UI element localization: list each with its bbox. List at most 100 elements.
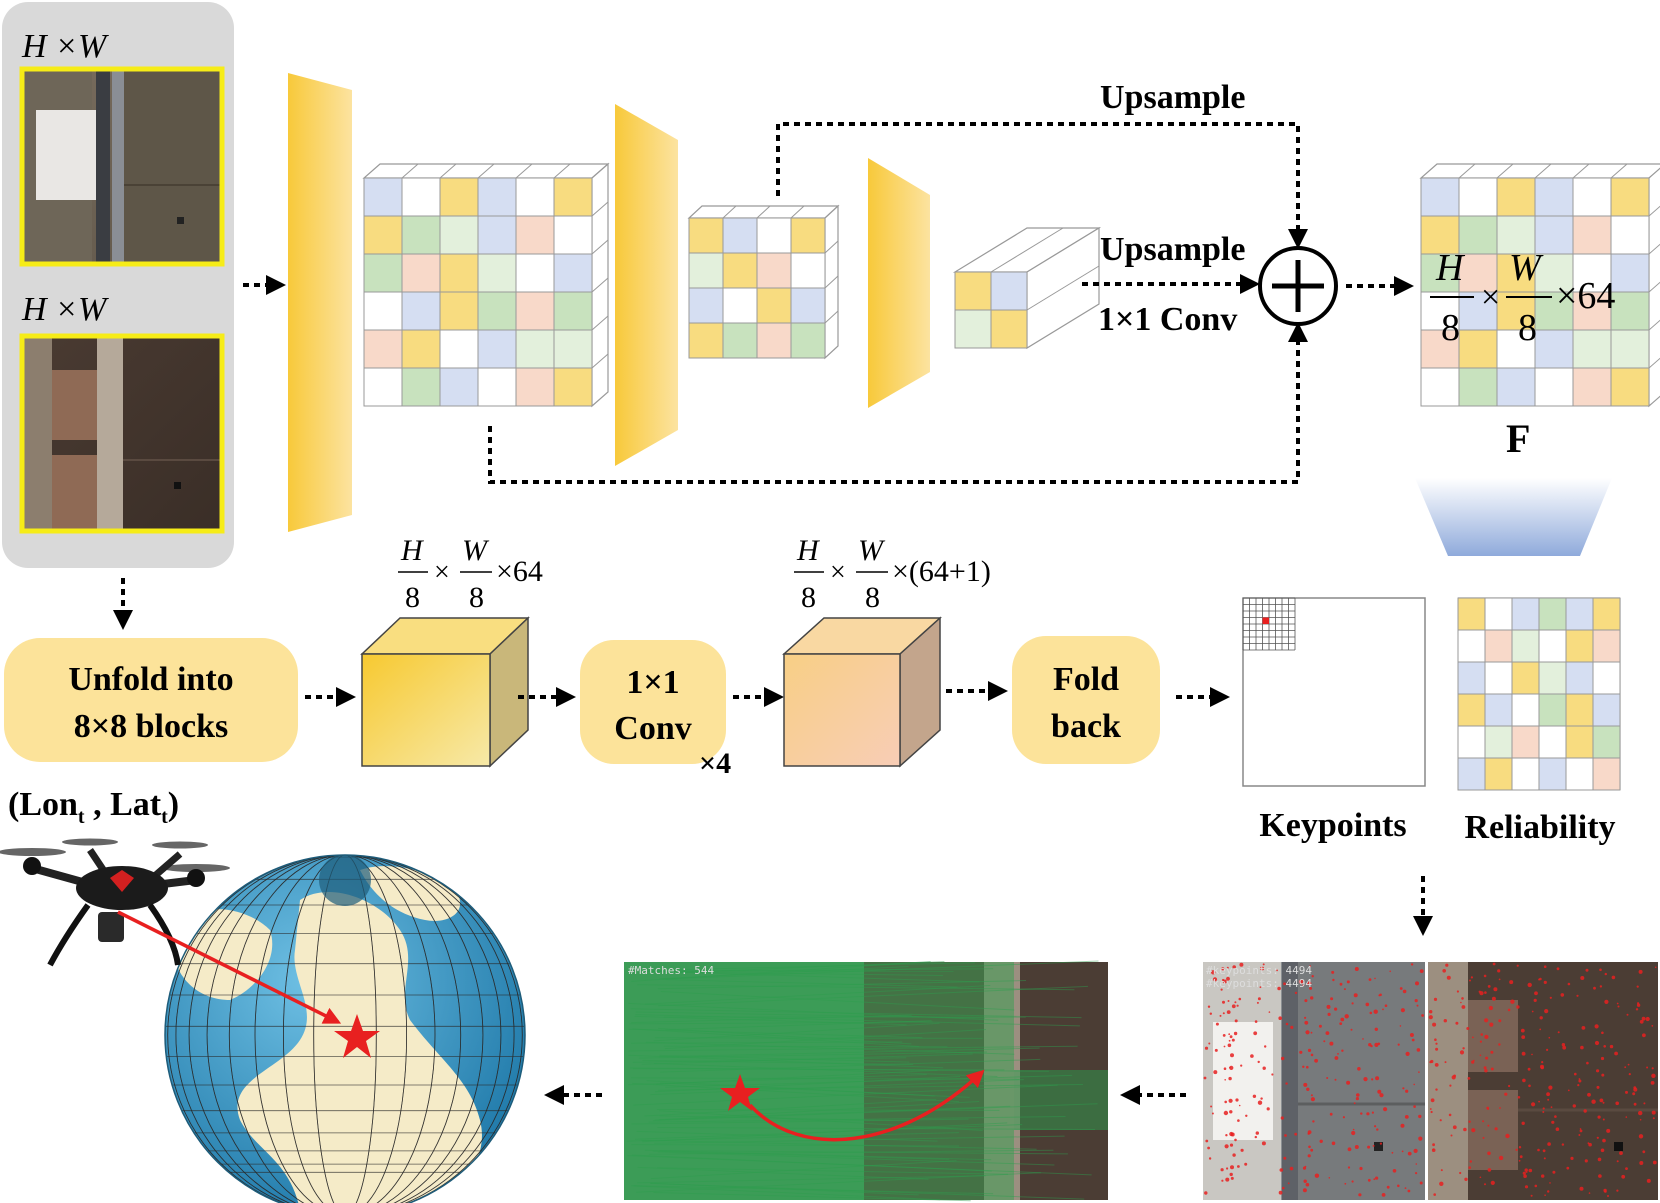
grid-cell [401,253,441,293]
feature-dim-label: H 8 × W 8 ×64 [1430,247,1615,349]
grid-cell [756,287,792,324]
grid-cell [439,329,479,369]
conv-mid-label: 1×1 Conv [1098,301,1237,338]
conv-line1: 1×1 [626,664,679,701]
globe-icon [164,854,526,1203]
grid-cell [363,253,403,293]
globe-location-star-icon [334,1014,380,1058]
grid-cell [553,291,593,331]
cube2-dim-label: H 8 × W 8 ×(64+1) [794,534,991,614]
keypoint-map [1242,597,1426,787]
match-trajectory-arrow [748,1069,985,1142]
grid-cell [1496,253,1536,293]
grid-cell [1484,757,1513,791]
feature-dim-tail: ×64 [1556,275,1615,317]
unfold-line2: 8×8 blocks [74,708,228,745]
grid-cell [515,329,555,369]
grid-cell [1610,177,1650,217]
grid-cell [688,252,724,289]
grid-cell [1592,661,1621,695]
grid-cell [1534,253,1574,293]
cube2-dim-denom-h: 8 [801,581,816,614]
grid-cell [1565,693,1594,727]
grid-cell [1457,725,1486,759]
reliability-label: Reliability [1464,809,1615,846]
grid-cell [1572,329,1612,369]
skip-upsample-top [776,122,1308,249]
grid-cell [1572,177,1612,217]
grid-cell [1534,329,1574,369]
upsample-top-label: Upsample [1100,79,1245,116]
grid-cell [722,217,758,254]
grid-cell [1457,661,1486,695]
drone-icon [0,838,230,967]
encoder-block-1 [288,73,352,532]
grid-cell [1496,215,1536,255]
grid-cell [515,367,555,407]
grid-cell [990,271,1028,311]
globe-graticule [165,855,525,1203]
cube1-dim-denom-w: 8 [469,581,484,614]
grid-cell [1538,757,1567,791]
grid-cell [790,217,826,254]
grid-cell [477,367,517,407]
grid-cell [1610,253,1650,293]
feature-map-large [362,162,610,408]
grid-cell [1610,215,1650,255]
grid-cell [1534,367,1574,407]
grid-cell [1572,367,1612,407]
svg-text:W: W [858,534,886,567]
grid-cell [688,287,724,324]
grid-cell [1610,367,1650,407]
grid-cell [1484,693,1513,727]
grid-cell [401,367,441,407]
grid-cell [1511,661,1540,695]
grid-cell [1511,757,1540,791]
grid-cell [722,287,758,324]
encoder-block-2 [615,104,678,466]
grid-cell [954,309,992,349]
grid-cell [477,291,517,331]
input-bottom-label: H ×W [21,291,109,328]
feature-map-medium [687,204,840,360]
kp-count-line2: #keypoints: 4494 [1206,977,1312,990]
grid-cell [1458,329,1498,369]
fold-line1: Fold [1053,661,1119,698]
svg-text:H: H [400,534,425,567]
grid-cell [1420,177,1460,217]
grid-cell [553,215,593,255]
fold-box [1012,636,1160,764]
match-lines [626,960,1099,1202]
grid-cell [363,291,403,331]
cube2-dim-denom-w: 8 [865,581,880,614]
grid-cell [477,253,517,293]
grid-cell [1565,597,1594,631]
cube1-dim-denom-h: 8 [405,581,420,614]
grid-cell [1496,177,1536,217]
feature-dim-w: W [1509,247,1544,289]
grid-cell [439,291,479,331]
grid-cell [790,322,826,359]
svg-text:H: H [796,534,821,567]
svg-text:×: × [434,557,450,588]
grid-cell [1538,693,1567,727]
grid-cell [363,329,403,369]
grid-cell [1538,597,1567,631]
grid-cell [1538,661,1567,695]
grid-cell [553,253,593,293]
grid-cell [1484,725,1513,759]
unfold-line1: Unfold into [68,661,233,698]
grid-cell [477,177,517,217]
grid-cell [1534,177,1574,217]
grid-cell [401,177,441,217]
block-tensor-cube [360,616,530,768]
upsample-mid-label: Upsample [1100,231,1245,268]
grid-cell [1484,597,1513,631]
grid-cell [756,322,792,359]
grid-cell [477,215,517,255]
grid-cell [1511,629,1540,663]
feature-map-output [1419,163,1660,408]
grid-cell [401,291,441,331]
grid-cell [1420,253,1460,293]
grid-cell [515,177,555,217]
